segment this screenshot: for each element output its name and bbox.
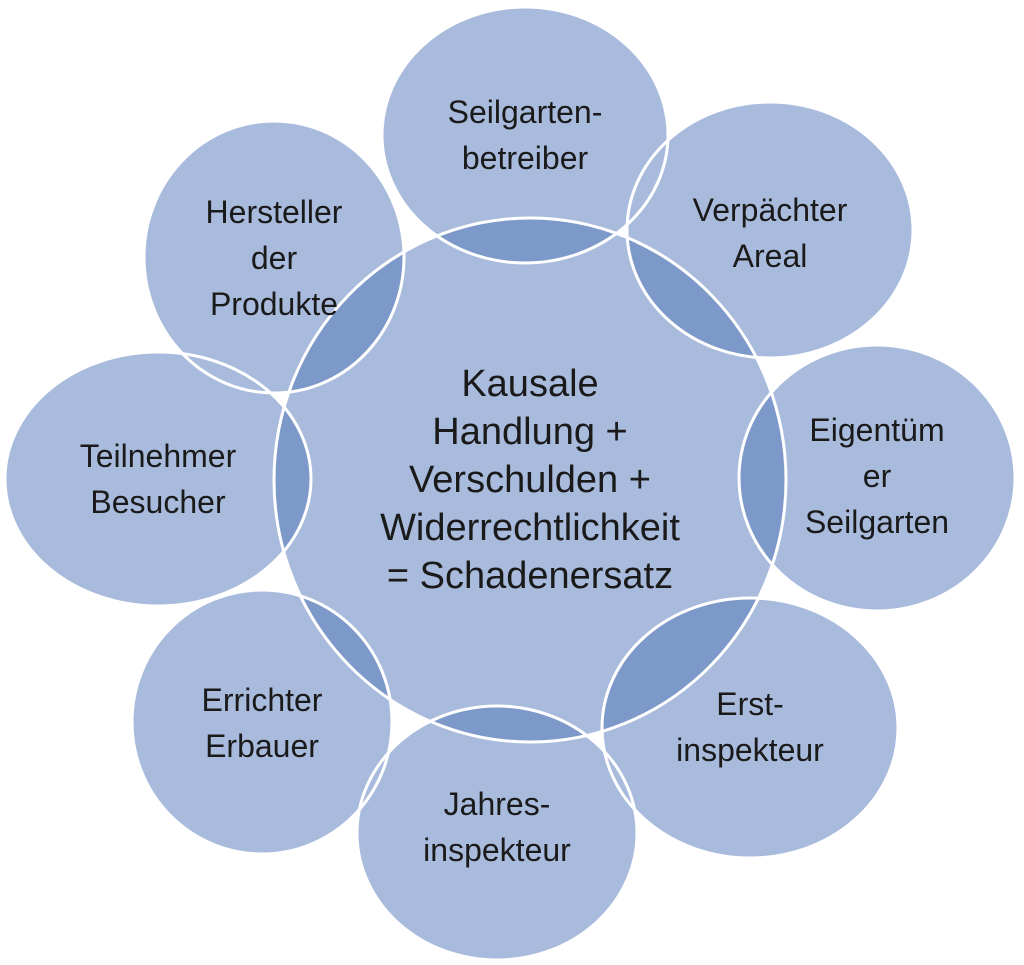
node-label-eigentuemer-line: er: [863, 458, 892, 494]
node-label-errichter-line: Errichter: [202, 682, 323, 718]
node-outline-eigentuemer: [737, 343, 1017, 613]
node-label-hersteller-line: Hersteller: [206, 194, 343, 230]
node-outline-erstinspekteur: [600, 596, 900, 860]
node-outline-jahresinspekteur: [355, 704, 639, 962]
center-circle: [274, 218, 786, 742]
node-label-seilgartenbetreiber-line: Seilgarten-: [448, 94, 603, 130]
overlap-hersteller: [274, 218, 404, 393]
node-outline-errichter: [130, 588, 394, 856]
node-label-eigentuemer-line: Eigentüm: [809, 412, 944, 448]
node-label-jahresinspekteur-line: Jahres-: [444, 786, 551, 822]
node-circle-eigentuemer: [739, 345, 1015, 611]
node-outline-verpaechter: [625, 100, 915, 360]
node-label-teilnehmer-line: Teilnehmer: [80, 438, 237, 474]
node-outline-teilnehmer: [3, 350, 313, 608]
node-outline-seilgartenbetreiber: [380, 5, 670, 265]
node-label-erstinspekteur-line: inspekteur: [676, 732, 824, 768]
center-label-line: Kausale: [461, 363, 598, 405]
center-label-line: = Schadenersatz: [387, 555, 673, 597]
node-label-eigentuemer-line: Seilgarten: [805, 504, 949, 540]
node-label-hersteller-line: Produkte: [210, 286, 338, 322]
node-label-verpaechter-line: Verpächter: [693, 192, 848, 228]
node-label-erstinspekteur: Erst-inspekteur: [676, 686, 824, 768]
center-label-line: Handlung +: [432, 411, 627, 453]
node-label-erstinspekteur-line: Erst-: [716, 686, 784, 722]
node-circle-errichter: [132, 590, 392, 854]
node-label-jahresinspekteur: Jahres-inspekteur: [423, 786, 571, 868]
node-circle-jahresinspekteur: [357, 706, 637, 960]
node-label-seilgartenbetreiber: Seilgarten-betreiber: [448, 94, 603, 176]
node-label-hersteller-line: der: [251, 240, 298, 276]
strokes-layer: [3, 5, 1017, 962]
node-circle-teilnehmer: [5, 352, 311, 606]
center-label-line: Widerrechtlichkeit: [380, 507, 680, 549]
center-label-line: Verschulden +: [409, 459, 651, 501]
node-label-teilnehmer-line: Besucher: [90, 484, 226, 520]
node-outline-hersteller: [142, 119, 406, 395]
node-label-errichter-line: Erbauer: [205, 728, 319, 764]
node-label-seilgartenbetreiber-line: betreiber: [462, 140, 589, 176]
center-outline: [272, 216, 788, 744]
node-label-verpaechter-line: Areal: [733, 238, 808, 274]
node-label-jahresinspekteur-line: inspekteur: [423, 832, 571, 868]
node-circle-seilgartenbetreiber: [382, 7, 668, 263]
